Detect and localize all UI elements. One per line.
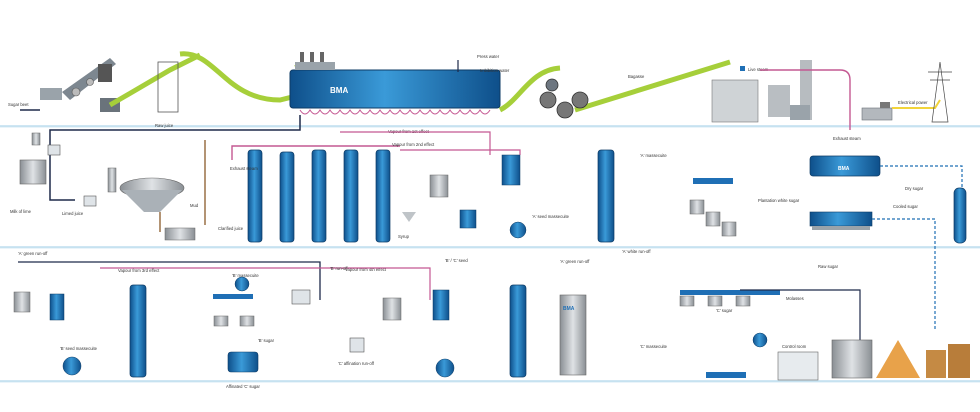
label-electrical-power: Electrical power [898, 100, 928, 105]
diffuser-brand: BMA [330, 86, 348, 95]
band-divider-1 [0, 125, 980, 127]
label-exhaust-steam: Exhaust steam [230, 166, 258, 171]
electrical-power-line [892, 99, 941, 109]
vapour-3rd-line [100, 267, 431, 300]
band-divider-3 [0, 380, 980, 382]
sugar-silo [953, 187, 967, 244]
boiler [711, 60, 812, 123]
molasses-line [740, 289, 861, 340]
mill-tandem [539, 78, 589, 119]
diffuser: BMA [289, 52, 501, 115]
live-steam-line [760, 69, 851, 130]
dry-sugar-line [872, 165, 963, 330]
label-affinated-c-sugar: Affinated 'C' sugar [226, 384, 260, 389]
mud-filter [164, 227, 196, 241]
label-limed-juice: Limed juice [62, 211, 84, 216]
exhaust-steam-line [231, 145, 400, 160]
sugar-dryer: BMA [809, 155, 881, 177]
tower-brand: BMA [563, 306, 575, 312]
syrup-tank [402, 212, 416, 222]
label-vapour-4th: Vapour from 4th effect [345, 267, 387, 272]
label-a-green-run-off-mid: 'A' green run-off [560, 259, 590, 264]
heat-exchanger-c [349, 337, 365, 353]
label-a-white-run-off: 'A' white run-off [622, 249, 651, 254]
turbine-generator [861, 102, 893, 121]
conveyor-1 [108, 52, 202, 108]
c-centrifuges [679, 290, 780, 378]
clarifier [107, 167, 185, 212]
vapour-lines [340, 131, 521, 155]
a-centrifuges [689, 178, 737, 237]
label-a-green-run-off: 'A' green run-off [18, 251, 48, 256]
heat-exchanger-b [291, 289, 311, 305]
c-seed-tank [382, 297, 402, 321]
b-seed-pan [49, 293, 65, 321]
power-pylon-icon [928, 61, 952, 123]
dryer-brand: BMA [838, 166, 850, 172]
cutter-frame [157, 61, 179, 113]
c-crystallizer-tower: BMA [559, 294, 587, 376]
label-c-sugar: 'C' sugar [716, 308, 733, 313]
label-milk-of-lime: Milk of lime [10, 209, 32, 214]
label-raw-sugar: Raw sugar [818, 264, 839, 269]
label-mud: Mud [190, 203, 199, 208]
molasses-tank [831, 339, 873, 379]
c-seed-pan [432, 289, 450, 321]
c-seed-crystallizer [435, 358, 455, 378]
evaporator-station [247, 149, 391, 243]
label-plantation-white-sugar: Plantation white sugar [758, 198, 800, 203]
label-b-massecuite: 'B' massecuite [232, 273, 259, 278]
label-b-seed-massecuite: 'B' seed massecuite [60, 346, 98, 351]
a-vacuum-pan [597, 149, 615, 243]
band-divider-2 [0, 246, 980, 248]
conveyor-3 [498, 65, 561, 113]
label-syrup: Syrup [398, 234, 410, 239]
a-crystallizer-group [429, 154, 527, 239]
affination-mixer [227, 351, 259, 373]
label-raw-juice: Raw juice [155, 123, 174, 128]
label-bagasse: Bagasse [628, 74, 645, 79]
mud-line [159, 140, 206, 232]
label-a-massecuite: 'A' massecuite [640, 153, 667, 158]
label-dry-sugar: Dry sugar [905, 186, 924, 191]
label-vapour-2nd: Vapour from 2nd effect [392, 142, 435, 147]
sugar-cooler [809, 211, 873, 230]
label-c-massecuite: 'C' massecuite [640, 344, 668, 349]
label-b-c-seed: 'B' / 'C' seed [445, 258, 468, 263]
label-vapour-3rd: Vapour from 3rd effect [118, 268, 160, 273]
a-green-run-off-line [18, 261, 321, 300]
b-seed-tank [13, 291, 31, 313]
label-imbibition-water: Imbibition water [480, 68, 510, 73]
label-molasses: Molasses [786, 296, 804, 301]
label-a-seed-massecuite: 'A' seed massecuite [532, 214, 570, 219]
raw-sugar-pile [876, 340, 920, 378]
lime-tank [19, 132, 47, 185]
label-sugar-beet: Sugar beet [8, 102, 29, 107]
label-b-sugar: 'B' sugar [258, 338, 275, 343]
raw-juice-line [49, 115, 301, 201]
label-cooled-sugar: Cooled sugar [893, 204, 919, 209]
label-live-steam: Live steam [748, 67, 769, 72]
control-room [777, 351, 819, 381]
label-press-water: Press water [477, 54, 500, 59]
label-clarified-juice: Clarified juice [218, 226, 244, 231]
b-seed-crystallizer [62, 356, 82, 376]
label-control-room: Control room [782, 344, 807, 349]
label-c-affination-run-off: 'C' affination run-off [338, 361, 375, 366]
label-exhaust-steam-top: Exhaust steam [833, 136, 861, 141]
label-b-run-off: 'B' run-off [330, 266, 348, 271]
conveyor-bagasse [574, 59, 731, 113]
heat-exchanger-1 [83, 195, 97, 207]
sugar-bag-stacks [926, 344, 970, 378]
c-vacuum-pan [509, 284, 527, 378]
b-vacuum-pan [129, 284, 147, 378]
heat-exchanger-0 [47, 144, 61, 156]
b-centrifuges [213, 276, 255, 327]
